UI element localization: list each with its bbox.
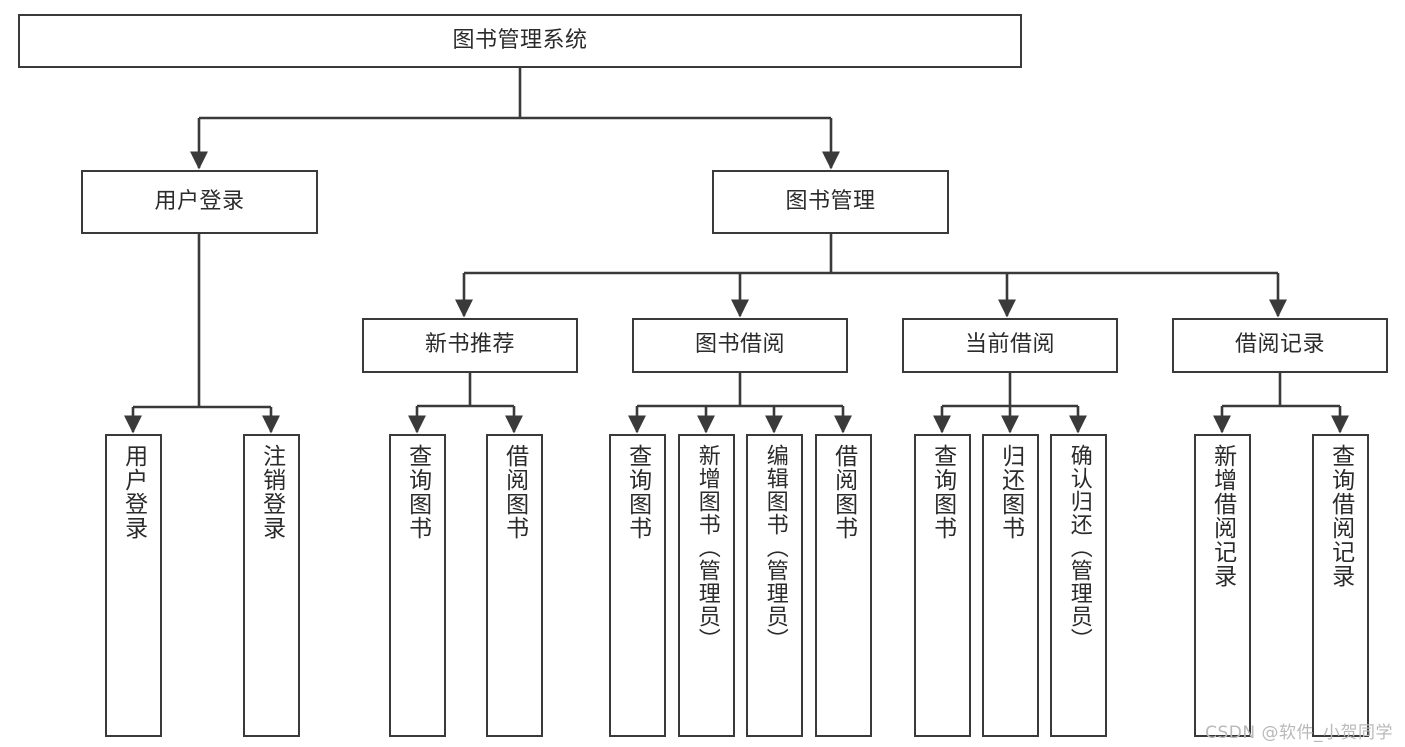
leaf-confirm-return-admin[interactable]: 确认归还（管理员） [1050,434,1107,737]
leaf-rec-query-book[interactable]: 查询图书 [389,434,446,737]
leaf-label: 新增借阅记录 [1209,444,1236,588]
leaf-label: 归还图书 [997,444,1024,540]
node-label: 当前借阅 [964,332,1055,358]
leaf-label: 新增图书（管理员） [694,444,720,651]
node-borrowing-record[interactable]: 借阅记录 [1172,318,1388,373]
leaf-user-login[interactable]: 用户登录 [105,434,162,737]
leaf-label: 查询图书 [624,444,651,540]
leaf-label: 编辑图书（管理员） [762,444,788,651]
leaf-logout[interactable]: 注销登录 [243,434,300,737]
leaf-label: 查询借阅记录 [1327,444,1354,588]
node-current-borrowing[interactable]: 当前借阅 [902,318,1118,373]
node-book-management[interactable]: 图书管理 [712,170,949,234]
node-label: 图书管理 [785,188,876,214]
leaf-query-borrow-record[interactable]: 查询借阅记录 [1312,434,1369,737]
leaf-label: 查询图书 [404,444,431,540]
node-label: 图书管理系统 [452,27,588,53]
node-label: 借阅记录 [1234,332,1325,358]
leaf-add-book-admin[interactable]: 新增图书（管理员） [678,434,735,737]
node-label: 新书推荐 [424,332,515,358]
node-root-book-management-system[interactable]: 图书管理系统 [18,14,1022,68]
leaf-rec-borrow-book[interactable]: 借阅图书 [486,434,543,737]
node-user-login[interactable]: 用户登录 [81,170,318,234]
leaf-cur-query-book[interactable]: 查询图书 [914,434,971,737]
leaf-borrow-query-book[interactable]: 查询图书 [609,434,666,737]
node-new-book-recommendation[interactable]: 新书推荐 [362,318,578,373]
node-label: 图书借阅 [694,332,785,358]
leaf-label: 借阅图书 [830,444,857,540]
leaf-label: 借阅图书 [501,444,528,540]
leaf-label: 注销登录 [258,444,285,540]
watermark-text: CSDN @软件_小贺同学 [1205,723,1393,743]
node-book-borrowing[interactable]: 图书借阅 [632,318,848,373]
leaf-return-book[interactable]: 归还图书 [982,434,1039,737]
leaf-borrow-book[interactable]: 借阅图书 [815,434,872,737]
leaf-label: 查询图书 [929,444,956,540]
leaf-edit-book-admin[interactable]: 编辑图书（管理员） [746,434,803,737]
leaf-label: 确认归还（管理员） [1066,444,1092,651]
leaf-add-borrow-record[interactable]: 新增借阅记录 [1194,434,1251,737]
leaf-label: 用户登录 [120,444,147,540]
node-label: 用户登录 [154,188,245,214]
